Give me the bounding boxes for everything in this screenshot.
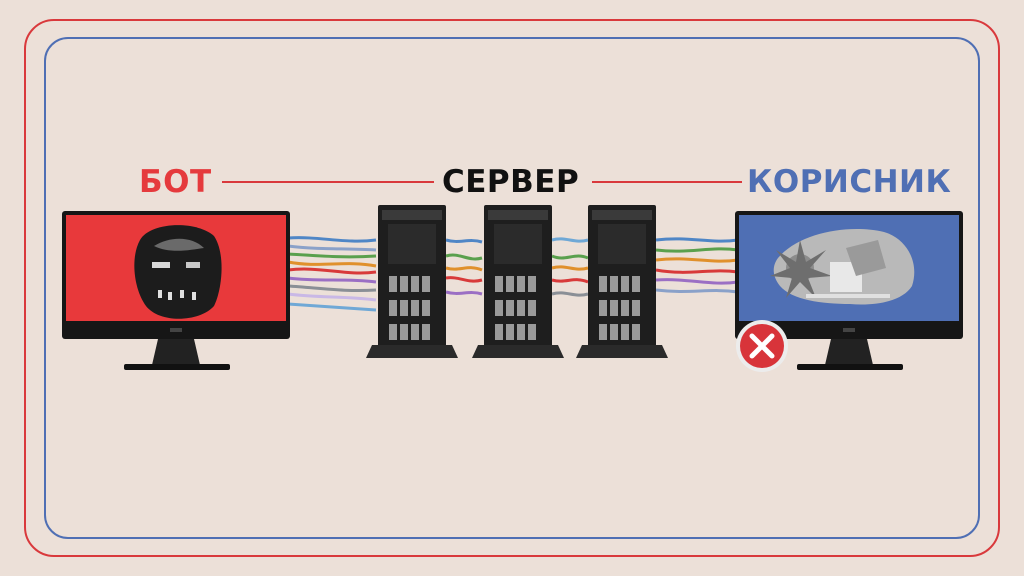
user-monitor xyxy=(735,211,963,370)
server-tower-1 xyxy=(366,205,458,358)
server-tower-2 xyxy=(472,205,564,358)
inner-frame xyxy=(44,37,980,539)
server-user-connector xyxy=(592,181,742,183)
bot-face-icon xyxy=(134,225,222,319)
bot-label: БОТ xyxy=(139,164,212,200)
server-tower-3 xyxy=(576,205,668,358)
cables-server-user xyxy=(655,237,739,294)
user-label: КОРИСНИК xyxy=(747,164,952,200)
bot-server-connector xyxy=(222,181,434,183)
cables-bot-server xyxy=(287,236,377,312)
bot-monitor xyxy=(62,211,290,370)
x-icon xyxy=(736,320,788,372)
cables-server-server xyxy=(445,237,589,297)
server-label: СЕРВЕР xyxy=(442,164,580,200)
voting-map-icon xyxy=(770,229,915,305)
outer-frame xyxy=(24,19,1000,557)
